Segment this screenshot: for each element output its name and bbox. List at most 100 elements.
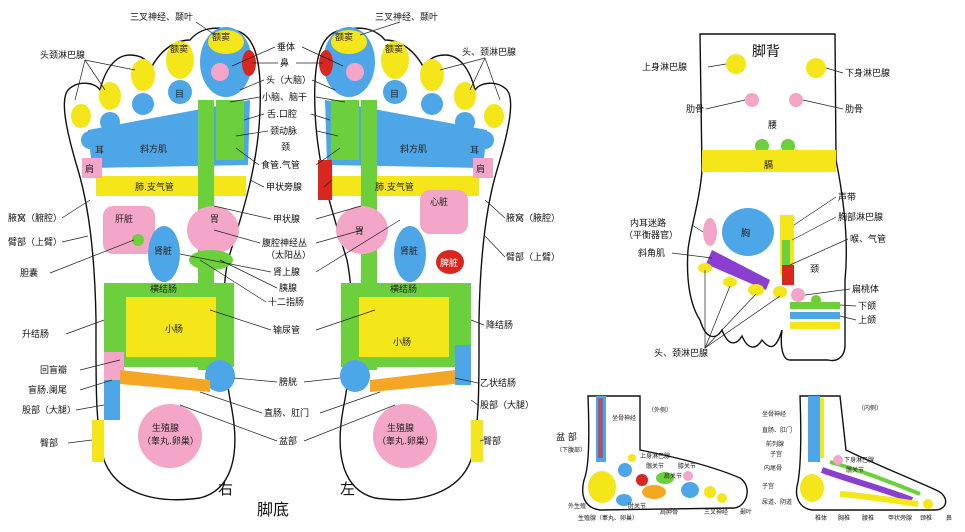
- heart-l: [420, 190, 468, 234]
- small-intestine-l: [359, 297, 449, 357]
- label-jiangjie: 降结肠: [486, 319, 513, 331]
- inner-xiashen: 下身淋巴腺: [844, 456, 874, 464]
- inner-xiongzhui: 胸椎: [838, 514, 850, 522]
- outer-title: （外侧）: [648, 406, 672, 414]
- label-shiguan: 食管.气管: [261, 159, 300, 171]
- outer-shengzhixian: 生殖腺（睾丸、卵巢）: [578, 514, 638, 522]
- inner-outline: [795, 395, 947, 511]
- zone-shenzang-l: 肾脏: [400, 245, 418, 257]
- label-taiyang: （太阳丛）: [266, 249, 311, 261]
- temporal-out: [717, 493, 727, 503]
- neck-green-r: [216, 100, 244, 160]
- spleen-l: [436, 250, 464, 274]
- toe2-r: [166, 41, 194, 79]
- zone-e-dou-r2: 额窦: [170, 43, 188, 55]
- jaw-upper: [790, 312, 840, 319]
- waist-r: [781, 139, 795, 153]
- chest: [722, 208, 774, 256]
- back-xiashen: 下身淋巴腺: [845, 67, 890, 79]
- sole-right-labels: 三叉神经、颞叶 头、颈淋巴腺 腋窝（腋腔） 臂部（上臂） 降结肠 乙状结肠 股部…: [375, 11, 560, 447]
- buttock-l: [471, 420, 483, 462]
- inner-zigong: 子宫: [770, 450, 782, 458]
- upper-lymph-out: [628, 454, 636, 462]
- ileocecal-r: [104, 352, 124, 382]
- rib-l: [745, 93, 759, 107]
- shoulder-out: [656, 472, 674, 484]
- label-xiaonao: 小脑、脑干: [262, 91, 307, 103]
- label-yixian: 胰腺: [279, 282, 297, 294]
- zone-hengjie-r: 横结肠: [150, 283, 177, 295]
- tonsil: [791, 288, 805, 302]
- center-leader-lines: [179, 46, 401, 442]
- label-sanchashenjing-r: 三叉神经、颞叶: [130, 11, 193, 23]
- side-inner: 坐骨神经 （内侧） 直肠、肛门 前列腺 子宫 内尾骨 子宫 尿道、阴道 下身淋巴…: [762, 395, 952, 522]
- back-labels: 脚背 上身淋巴腺 下身淋巴腺 肋骨 肋骨 腰 膈 内耳迷路 （平衡器官） 斜角肌…: [624, 44, 890, 359]
- label-gubu-l: 股部（大腿）: [480, 399, 534, 411]
- zone-shengzhi2-r: （睾丸.卵巢）: [142, 435, 199, 447]
- zone-er-r: 耳: [95, 145, 104, 156]
- label-shierzhi: 十二指肠: [268, 296, 304, 308]
- zone-shengzhi-r: 生殖腺: [152, 422, 179, 434]
- label-tou: 头（大脑）: [266, 74, 311, 86]
- spine-in: [820, 467, 914, 503]
- neck-green-l: [331, 100, 359, 160]
- zone-xiefangji-l: 斜方肌: [400, 143, 427, 155]
- label-jingdongmai: 颈动脉: [270, 125, 297, 137]
- pituitary-r: [211, 63, 229, 81]
- upper-lymph: [726, 54, 746, 74]
- left-foot-sole: [313, 27, 512, 501]
- back-shangshen: 上身淋巴腺: [642, 61, 687, 73]
- pituitary-l: [346, 63, 364, 81]
- back-xiejiao: 斜角肌: [638, 247, 665, 259]
- toe3-r: [131, 59, 155, 91]
- zone-xiaochang-l: 小肠: [393, 337, 411, 348]
- inner-ear: [703, 218, 717, 246]
- small-intestine-r: [126, 297, 216, 357]
- label-yizhuang: 乙状结肠: [480, 377, 516, 389]
- inner-jiazhuang: 甲状旁腺: [888, 514, 912, 522]
- zone-hengjie-l: 横结肠: [390, 283, 417, 295]
- outer-sanchashen: 三叉神经: [704, 508, 728, 516]
- toe2-l: [381, 41, 409, 79]
- knee-out: [636, 474, 648, 486]
- throat-red: [782, 265, 794, 285]
- title-sole: 脚底: [257, 500, 289, 519]
- frontal-sinus-big: [208, 30, 244, 54]
- label-shengjie: 升结肠: [22, 328, 49, 340]
- shoulder-r: [82, 158, 102, 178]
- throat: [782, 240, 790, 280]
- outer-elbow: [642, 485, 666, 499]
- scapula-out: [681, 482, 699, 498]
- liver-r: [103, 206, 155, 254]
- label-huimang: 回盲瓣: [40, 364, 67, 376]
- toe-dot-5: [811, 295, 821, 305]
- outer-niezhi: 颞叶: [740, 508, 752, 516]
- nose-zone-r: [242, 50, 256, 76]
- label-yewo-r: 腋窝（腑腔）: [8, 212, 62, 224]
- genital-out: [588, 471, 616, 503]
- gallbladder-r: [132, 234, 144, 246]
- label-toujing-r: 头颈淋巴腺: [40, 49, 85, 61]
- bladder-l: [340, 360, 370, 392]
- zone-wei-r: 胃: [210, 214, 219, 225]
- label-shenshang: 肾上腺: [273, 266, 300, 278]
- trigeminal-out: [704, 486, 716, 498]
- back-shanghe: 上颌: [858, 314, 876, 326]
- back-hou: 喉、气管: [850, 233, 886, 245]
- zone-ganzang: 肝脏: [115, 213, 133, 225]
- back-leigu-r: 肋骨: [845, 104, 863, 115]
- toe-lymph-4: [773, 286, 787, 298]
- left-foot-outline: [313, 27, 512, 501]
- sole-left-labels: 三叉神经、颞叶 头颈淋巴腺 腋窝（腑腔） 臂部（上臂） 胆囊 升结肠 回盲瓣 盲…: [8, 11, 193, 449]
- label-gubu-r: 股部（大腿）: [22, 404, 76, 416]
- outer-foot: [616, 494, 632, 506]
- zone-mu-l: 目: [390, 89, 399, 100]
- zone-e-dou-l: 额窦: [335, 31, 353, 43]
- left-foot-label: 左: [340, 480, 355, 498]
- outer-zhouguanjie: 肘关节: [628, 502, 646, 510]
- foot-back: [686, 33, 847, 362]
- zone-wei-l: 胃: [355, 226, 364, 237]
- label-mangchang: 盲肠.阑尾: [28, 384, 67, 396]
- toe3-l: [420, 59, 444, 91]
- label-tunbu-l: 臀部: [483, 435, 501, 447]
